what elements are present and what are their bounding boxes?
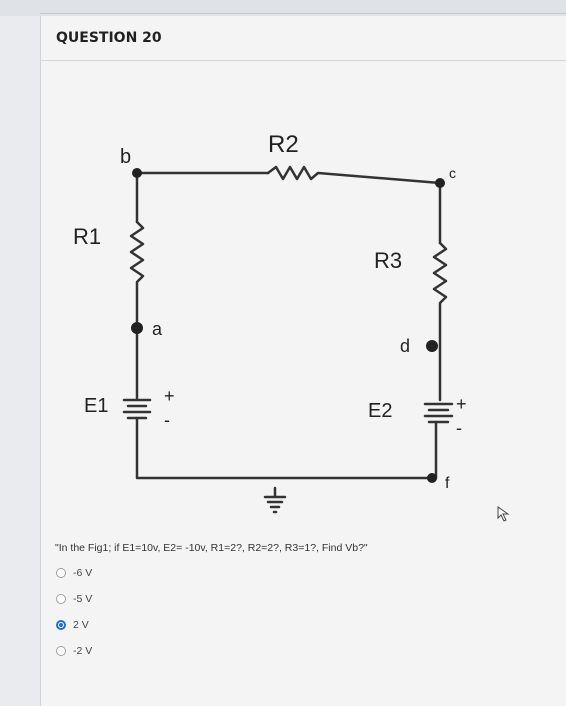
- header-divider: [40, 60, 566, 61]
- node-d: [426, 340, 438, 352]
- question-card: [40, 16, 566, 706]
- label-f: f: [445, 475, 450, 492]
- label-b: b: [120, 146, 131, 168]
- label-d: d: [400, 336, 410, 356]
- node-b: [132, 168, 142, 178]
- radio-button[interactable]: [56, 568, 66, 578]
- label-r3: R3: [374, 248, 402, 273]
- label-c: c: [449, 165, 456, 181]
- node-c: [435, 178, 445, 188]
- label-a: a: [152, 319, 163, 339]
- battery-e1-plates: [122, 398, 152, 420]
- question-header: QUESTION 20: [56, 30, 162, 46]
- label-e1-plus: +: [164, 386, 175, 406]
- option-1[interactable]: -6 V: [56, 564, 92, 582]
- label-e1-minus: -: [164, 410, 170, 430]
- top-divider: [40, 13, 566, 14]
- option-2[interactable]: -5 V: [56, 590, 92, 608]
- resistor-r3: [432, 241, 448, 402]
- node-f: [427, 473, 437, 483]
- label-r2: R2: [268, 131, 299, 158]
- battery-e2-plates: [423, 402, 454, 424]
- label-e1: E1: [84, 395, 108, 417]
- radio-button-selected[interactable]: [56, 620, 66, 630]
- resistor-r1: [129, 220, 145, 400]
- radio-button[interactable]: [56, 594, 66, 604]
- label-e2-plus: +: [456, 394, 467, 414]
- radio-button[interactable]: [56, 646, 66, 656]
- option-label: 2 V: [73, 619, 89, 631]
- option-label: -5 V: [73, 593, 93, 605]
- option-4[interactable]: -2 V: [56, 642, 92, 660]
- option-label: -6 V: [73, 567, 93, 579]
- ground-symbol: [263, 486, 287, 514]
- mouse-pointer-icon: [497, 506, 510, 522]
- label-e2-minus: -: [456, 418, 462, 438]
- label-e2: E2: [368, 400, 392, 422]
- option-3[interactable]: 2 V: [56, 616, 89, 634]
- resistor-r2: [266, 165, 442, 185]
- label-r1: R1: [73, 224, 101, 249]
- node-a: [131, 322, 143, 334]
- top-bar: [0, 0, 566, 16]
- option-label: -2 V: [73, 645, 93, 657]
- question-text: "In the Fig1; if E1=10v, E2= -10v, R1=2?…: [55, 542, 368, 554]
- wire-left-bottom: [135, 416, 434, 480]
